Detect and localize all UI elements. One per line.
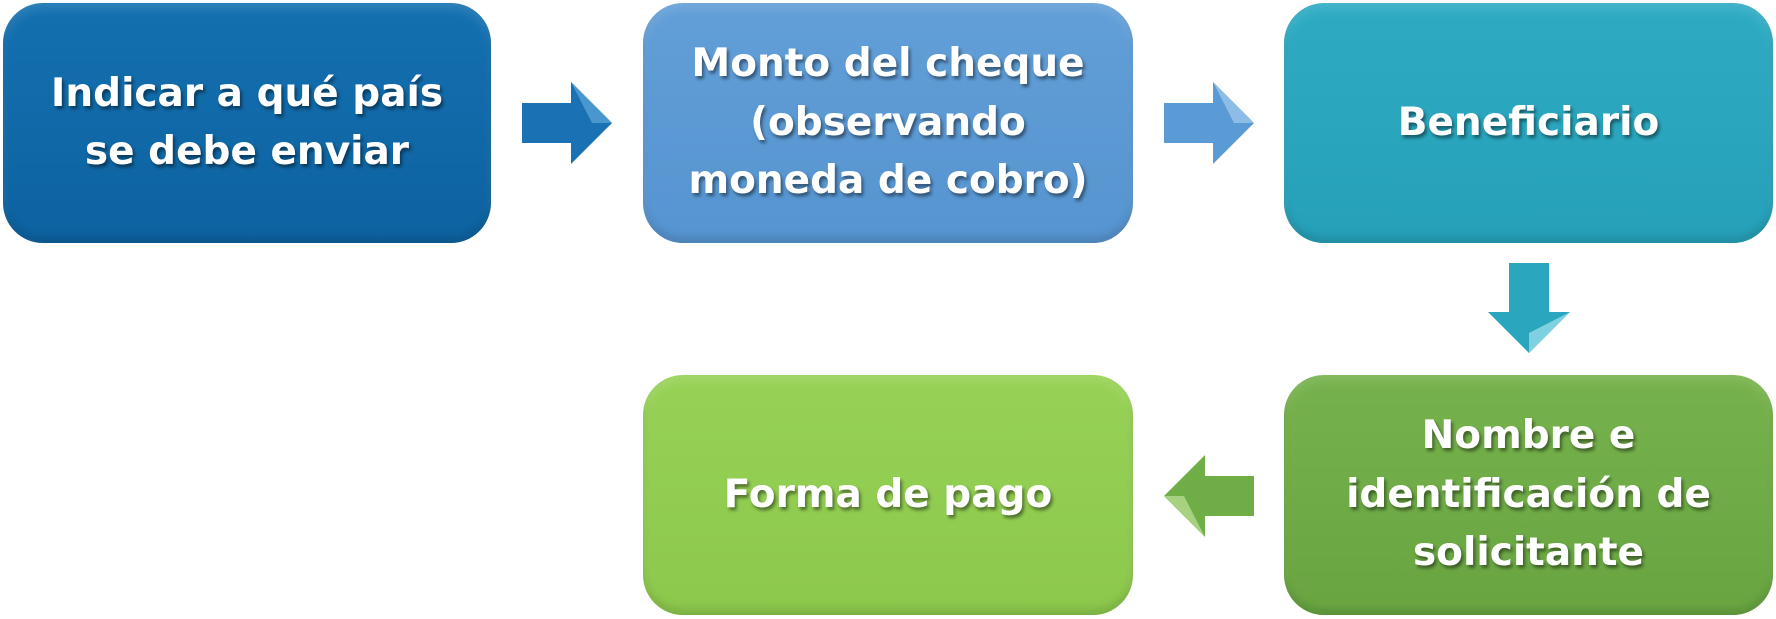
step-box-applicant: Nombre e identificación de solicitante: [1284, 375, 1773, 615]
step-label-payment-method: Forma de pago: [723, 471, 1053, 517]
step-label-country: Indicar a qué país se debe enviar: [50, 70, 444, 175]
arrow-down-icon: [1488, 263, 1570, 353]
arrow-right-icon: [1164, 82, 1254, 164]
step-box-check-amount: Monto del cheque (observando moneda de c…: [643, 3, 1133, 243]
arrow-left-icon: [1164, 455, 1254, 537]
step-box-beneficiary: Beneficiario: [1284, 3, 1773, 243]
step-box-country: Indicar a qué país se debe enviar: [3, 3, 491, 243]
step-box-payment-method: Forma de pago: [643, 375, 1133, 615]
step-label-check-amount: Monto del cheque (observando moneda de c…: [688, 41, 1088, 204]
step-label-applicant: Nombre e identificación de solicitante: [1346, 413, 1711, 576]
arrow-right-icon: [522, 82, 612, 164]
step-label-beneficiary: Beneficiario: [1397, 99, 1660, 145]
